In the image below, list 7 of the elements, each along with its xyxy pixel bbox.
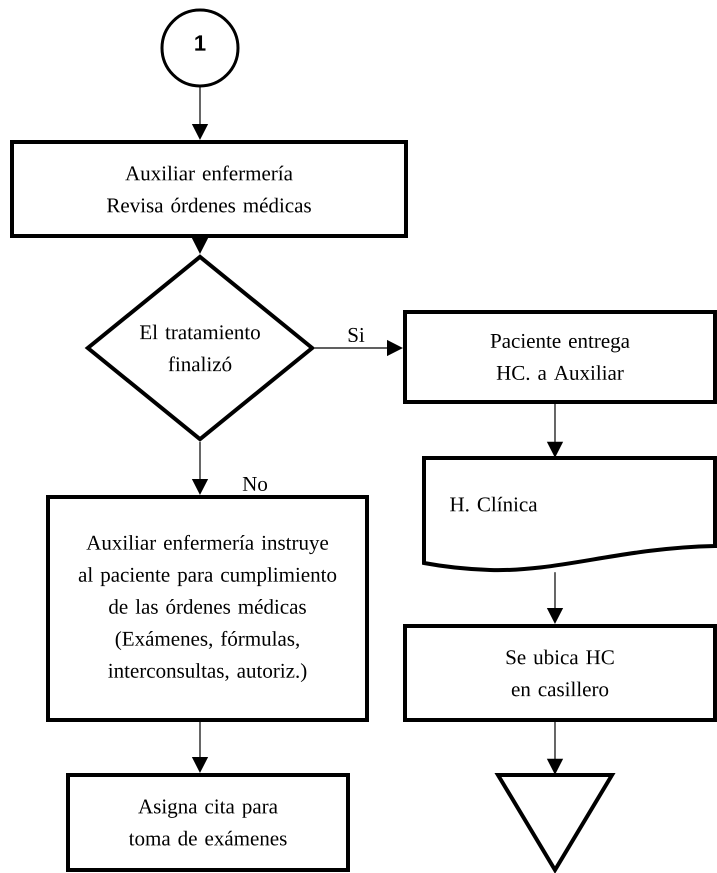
process-box: Auxiliar enfermería Revisa órdenes médicas [10, 140, 408, 238]
edge-label: Si [346, 326, 366, 344]
edge-label: No [241, 476, 269, 492]
process-box: Asigna cita para toma de exámenes [66, 773, 350, 872]
process-box: Se ubica HC en casillero [403, 624, 717, 722]
process-box: Auxiliar enfermería instruye al paciente para cumplimiento de las órdenes médicas (Exámenes, fórmulas, interconsultas, autoriz.) [46, 495, 369, 722]
process-box: Paciente entrega HC. a Auxiliar [403, 310, 717, 404]
